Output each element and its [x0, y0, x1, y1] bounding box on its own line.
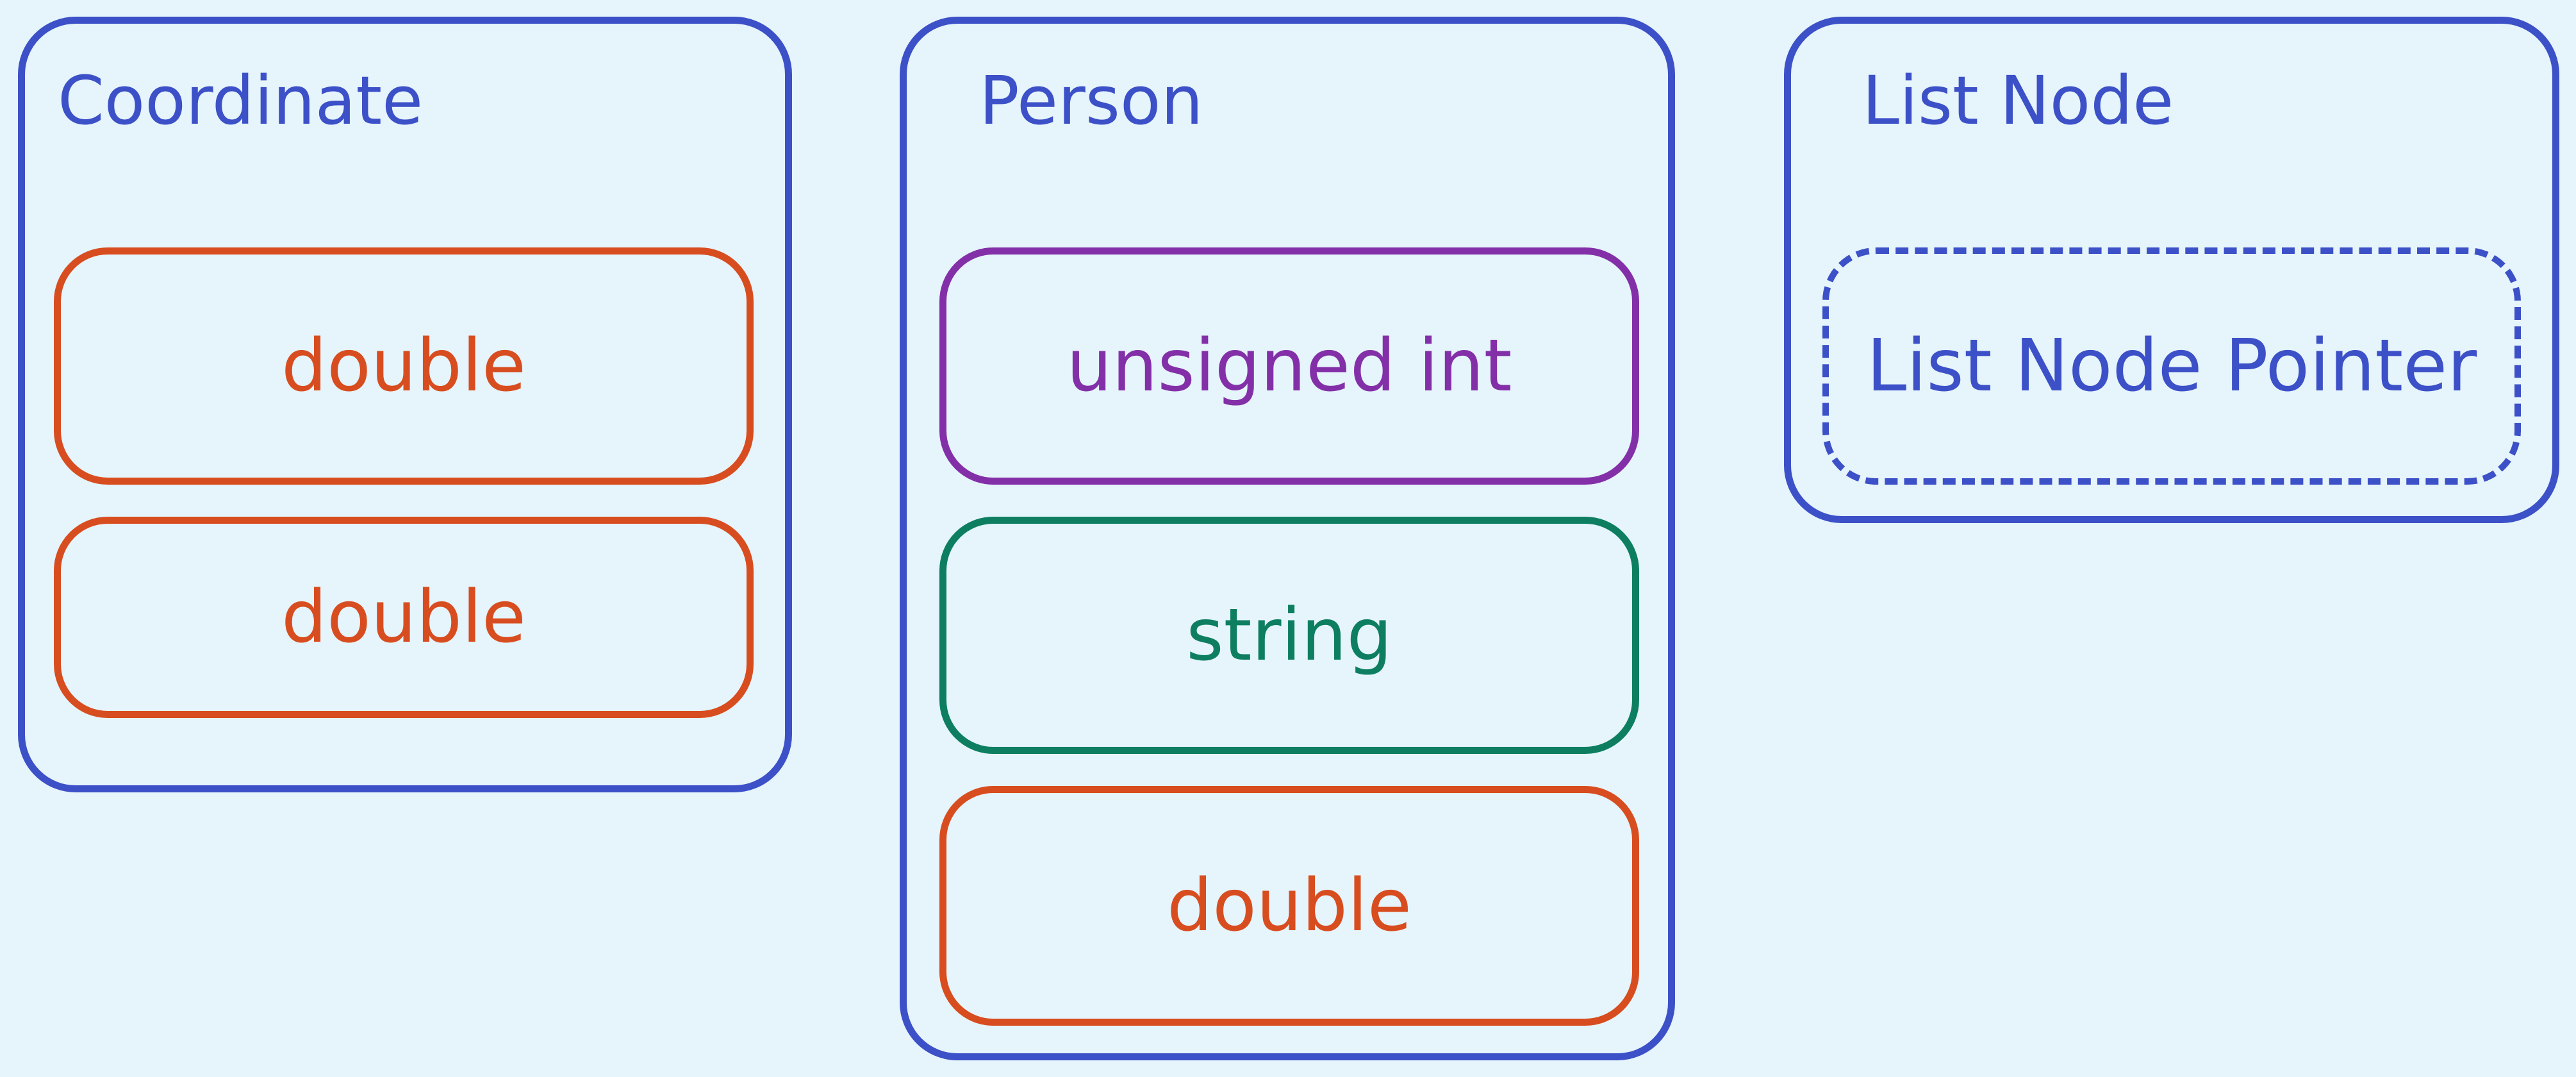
- field-person-double: double: [939, 786, 1639, 1026]
- struct-coordinate: [18, 17, 792, 792]
- field-type-label: double: [1167, 864, 1412, 948]
- field-coordinate-double-2: double: [54, 517, 754, 718]
- field-coordinate-double-1: double: [54, 247, 754, 485]
- field-type-label: double: [281, 576, 526, 659]
- field-type-label: unsigned int: [1066, 324, 1512, 408]
- field-type-label: List Node Pointer: [1866, 324, 2477, 408]
- field-list-node-pointer: List Node Pointer: [1822, 247, 2521, 485]
- struct-title-person: Person: [979, 62, 1203, 140]
- struct-title-coordinate: Coordinate: [58, 62, 424, 140]
- field-person-string: string: [939, 517, 1639, 754]
- struct-list-node: [1784, 17, 2559, 523]
- struct-person: [900, 17, 1675, 1060]
- field-type-label: string: [1186, 594, 1392, 677]
- struct-title-list-node: List Node: [1862, 62, 2174, 140]
- field-person-unsigned-int: unsigned int: [939, 247, 1639, 485]
- field-type-label: double: [281, 324, 526, 408]
